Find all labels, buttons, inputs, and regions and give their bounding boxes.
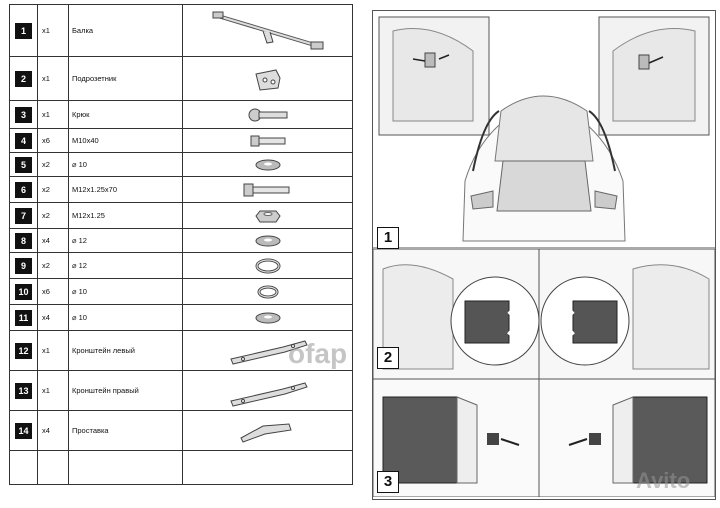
part-quantity: x1	[37, 56, 69, 101]
part-name: Крюк	[68, 100, 183, 129]
table-row: 1 x1 Балка	[9, 4, 353, 57]
part-number: 1	[15, 22, 32, 39]
part-name: Проставка	[68, 410, 183, 451]
part-name: ⌀ 12	[68, 228, 183, 253]
table-row: 4 x6 M10x40	[9, 128, 353, 153]
part-name: Кронштейн правый	[68, 370, 183, 411]
installation-steps-panel: 1 2 3	[372, 10, 716, 500]
nut-icon	[254, 210, 281, 222]
part-number: 11	[15, 309, 32, 326]
part-quantity: x2	[37, 176, 69, 203]
part-number: 12	[15, 342, 32, 359]
beam-icon	[212, 11, 323, 49]
part-quantity: x2	[37, 252, 69, 279]
part-name: Балка	[68, 4, 183, 57]
part-quantity: x1	[37, 4, 69, 57]
table-row: 10 x6 ⌀ 10	[9, 278, 353, 305]
table-row: 7 x2 M12x1.25	[9, 202, 353, 229]
table-row: 8 x4 ⌀ 12	[9, 228, 353, 253]
watermark-right: Avito	[636, 468, 691, 493]
bracket-icon	[229, 339, 308, 365]
part-number: 2	[15, 70, 32, 87]
parts-table: 1 x1 Балка 2 x1 Подрозетник 3 x1 Крю	[9, 4, 353, 485]
hook-icon	[248, 108, 287, 121]
spring-washer-icon	[257, 285, 278, 298]
part-name: M10x40	[68, 128, 183, 153]
part-number: 8	[15, 232, 32, 249]
table-row: 13 x1 Кронштейн правый	[9, 370, 353, 411]
part-number: 9	[15, 257, 32, 274]
table-row: 12 x1 Кронштейн левый	[9, 330, 353, 371]
step-number: 2	[377, 347, 399, 369]
step-number: 1	[377, 227, 399, 249]
step-3-illustration	[373, 379, 715, 497]
washer-icon	[255, 235, 280, 246]
part-name: Кронштейн левый	[68, 330, 183, 371]
table-row: 9 x2 ⌀ 12	[9, 252, 353, 279]
part-name: ⌀ 10	[68, 278, 183, 305]
part-number: 10	[15, 283, 32, 300]
bolt-icon	[250, 135, 285, 146]
table-row: 2 x1 Подрозетник	[9, 56, 353, 101]
part-number: 5	[15, 156, 32, 173]
table-row: 11 x4 ⌀ 10	[9, 304, 353, 331]
part-quantity: x1	[37, 370, 69, 411]
part-name: Подрозетник	[68, 56, 183, 101]
part-name: ⌀ 12	[68, 252, 183, 279]
part-name: M12x1.25	[68, 202, 183, 229]
table-row: 14 x4 Проставка	[9, 410, 353, 451]
part-quantity: x1	[37, 100, 69, 129]
table-row: 6 x2 M12x1.25x70	[9, 176, 353, 203]
part-number: 6	[15, 181, 32, 198]
part-quantity: x2	[37, 152, 69, 177]
watermark-left: ofap	[288, 338, 348, 369]
spring-washer-icon	[255, 258, 280, 273]
bolt-icon	[243, 183, 289, 196]
step-1-illustration	[373, 16, 715, 249]
table-row	[9, 450, 353, 485]
socket-bracket-icon	[254, 68, 281, 91]
step-number: 3	[377, 471, 399, 493]
part-quantity: x4	[37, 410, 69, 451]
part-number: 7	[15, 207, 32, 224]
washer-icon	[255, 159, 280, 170]
part-quantity: x2	[37, 202, 69, 229]
part-quantity: x4	[37, 228, 69, 253]
part-quantity: x6	[37, 278, 69, 305]
part-name: ⌀ 10	[68, 152, 183, 177]
part-quantity: x1	[37, 330, 69, 371]
part-number: 3	[15, 106, 32, 123]
step-2-illustration	[373, 249, 715, 380]
part-name: ⌀ 10	[68, 304, 183, 331]
part-name: M12x1.25x70	[68, 176, 183, 203]
table-row: 3 x1 Крюк	[9, 100, 353, 129]
part-number: 14	[15, 422, 32, 439]
table-row: 5 x2 ⌀ 10	[9, 152, 353, 177]
part-number: 4	[15, 132, 32, 149]
part-quantity: x4	[37, 304, 69, 331]
part-number: 13	[15, 382, 32, 399]
spacer-icon	[239, 422, 292, 443]
bracket-icon	[229, 381, 308, 407]
part-quantity: x6	[37, 128, 69, 153]
washer-icon	[255, 312, 280, 323]
